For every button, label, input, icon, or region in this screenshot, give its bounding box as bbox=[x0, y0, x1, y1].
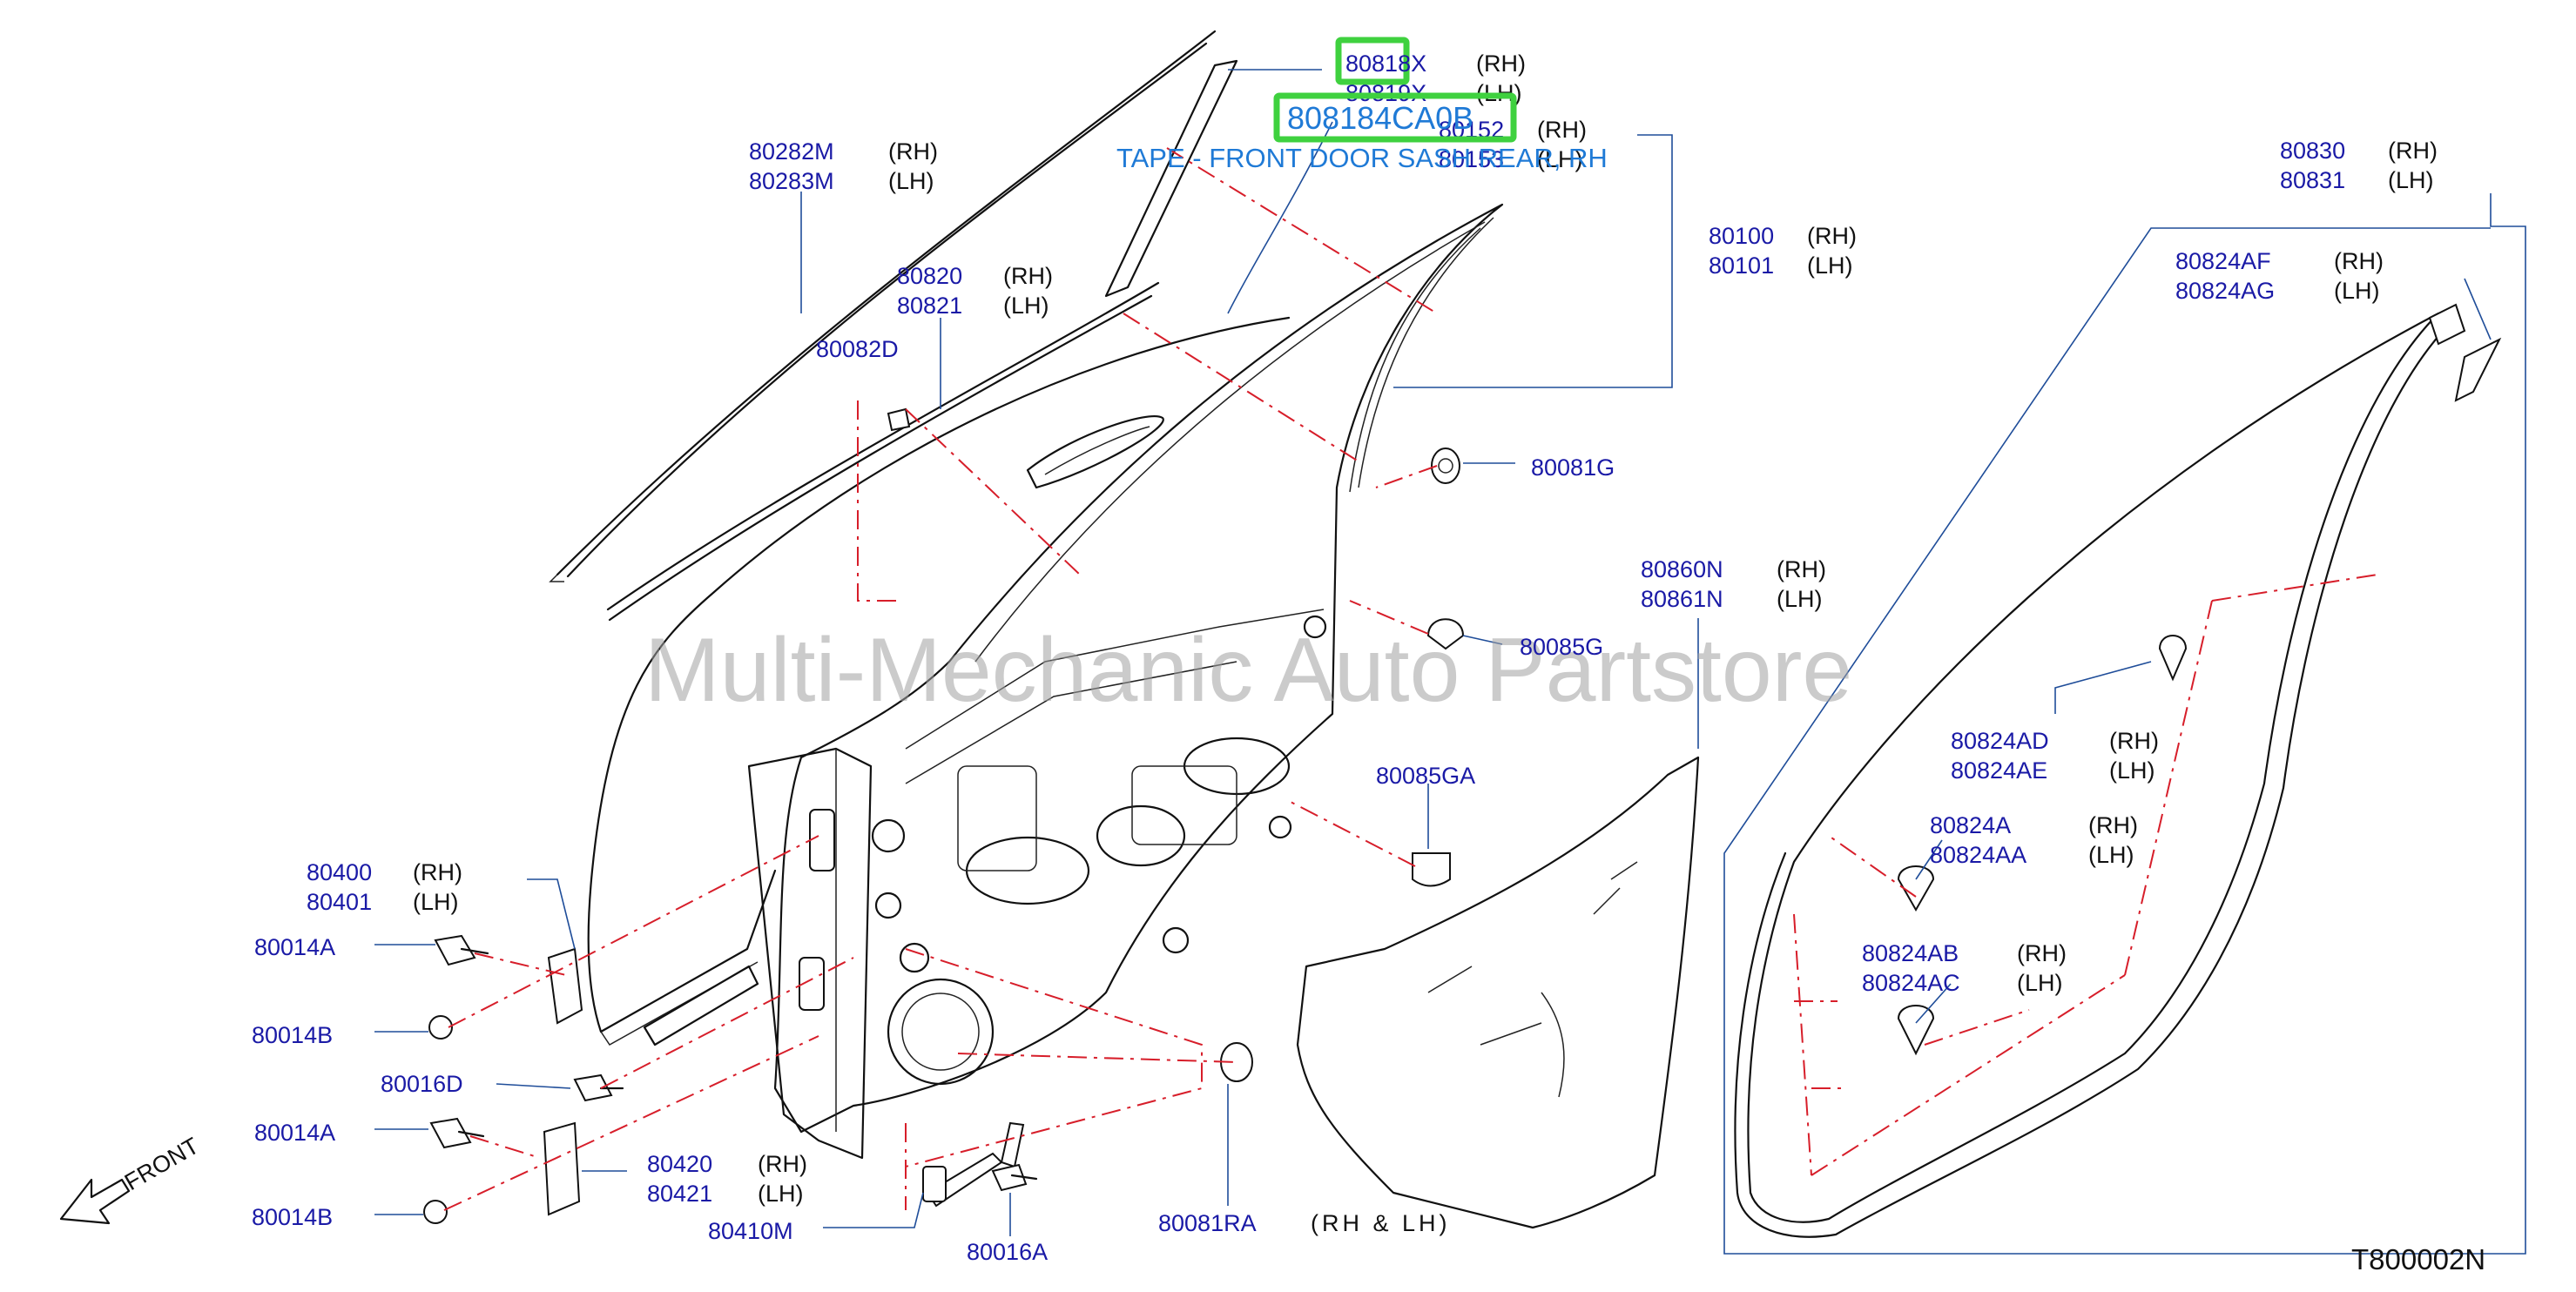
part-number-80014b-lower[interactable]: 80014B bbox=[252, 1204, 333, 1230]
side-80282m: (RH) bbox=[888, 138, 938, 165]
door-inner-panel bbox=[773, 203, 1504, 1134]
part-number-80860n[interactable]: 80860N bbox=[1641, 556, 1723, 582]
part-number-80014a-lower[interactable]: 80014A bbox=[254, 1120, 335, 1146]
part-number-80016d[interactable]: 80016D bbox=[381, 1071, 463, 1097]
part-number-80082d[interactable]: 80082D bbox=[816, 336, 899, 362]
part-number-80085g[interactable]: 80085G bbox=[1520, 634, 1603, 660]
side-80153: (LH) bbox=[1537, 146, 1583, 172]
part-number-80421[interactable]: 80421 bbox=[647, 1181, 712, 1207]
part-number-80824aa[interactable]: 80824AA bbox=[1930, 842, 2026, 868]
side-80824ad: (RH) bbox=[2109, 728, 2159, 754]
side-80421: (LH) bbox=[758, 1181, 804, 1207]
side-80824af: (RH) bbox=[2334, 248, 2384, 274]
sealing-screen bbox=[1296, 756, 1700, 1229]
side-80401: (LH) bbox=[413, 889, 459, 915]
part-number-80100[interactable]: 80100 bbox=[1709, 223, 1774, 249]
side-80824ag: (LH) bbox=[2334, 278, 2380, 304]
side-80081ra: (RH & LH) bbox=[1311, 1210, 1451, 1236]
watermark: Multi-Mechanic Auto Partstore bbox=[644, 620, 1852, 721]
part-number-80101[interactable]: 80101 bbox=[1709, 252, 1774, 279]
side-80824aa: (LH) bbox=[2088, 842, 2134, 868]
part-number-80081g[interactable]: 80081G bbox=[1531, 454, 1615, 481]
part-number-80861n[interactable]: 80861N bbox=[1641, 586, 1723, 612]
part-number-80824ac[interactable]: 80824AC bbox=[1862, 970, 1960, 996]
part-number-80420[interactable]: 80420 bbox=[647, 1151, 712, 1177]
lower-hinge bbox=[543, 1121, 581, 1216]
part-number-80824ab[interactable]: 80824AB bbox=[1862, 940, 1959, 966]
side-80420: (RH) bbox=[758, 1151, 807, 1177]
selected-part-number[interactable]: 808184CA0B bbox=[1287, 100, 1473, 136]
explosion-lines bbox=[443, 147, 2378, 1211]
leader-lines bbox=[374, 69, 2526, 1255]
diagram-code: T800002N bbox=[2351, 1243, 2485, 1275]
part-number-80821[interactable]: 80821 bbox=[897, 293, 962, 319]
front-label: FRONT bbox=[120, 1133, 204, 1195]
part-number-80820[interactable]: 80820 bbox=[897, 263, 962, 289]
part-number-80401[interactable]: 80401 bbox=[307, 889, 372, 915]
part-labels: 80818X (RH) 80819X (LH) 80152 (RH) 80153… bbox=[252, 37, 2485, 1275]
part-number-80400[interactable]: 80400 bbox=[307, 859, 372, 885]
side-80818x: (RH) bbox=[1476, 50, 1526, 77]
part-number-80818x[interactable]: 80818X bbox=[1345, 50, 1426, 77]
part-number-80830[interactable]: 80830 bbox=[2280, 138, 2345, 164]
upper-hinge bbox=[547, 947, 583, 1025]
part-number-80283m[interactable]: 80283M bbox=[749, 168, 834, 194]
part-number-80824a[interactable]: 80824A bbox=[1930, 812, 2011, 838]
part-number-80081ra[interactable]: 80081RA bbox=[1158, 1210, 1257, 1236]
side-80824ab: (RH) bbox=[2017, 940, 2067, 966]
side-80820: (RH) bbox=[1003, 263, 1053, 289]
part-number-80824af[interactable]: 80824AF bbox=[2175, 248, 2271, 274]
door-outer-panel bbox=[587, 316, 1291, 1033]
door-weatherstrip bbox=[1747, 312, 2440, 1223]
front-arrow: FRONT bbox=[59, 1133, 204, 1225]
part-number-80014a-upper[interactable]: 80014A bbox=[254, 934, 335, 960]
side-80830: (RH) bbox=[2388, 138, 2438, 164]
side-80101: (LH) bbox=[1807, 252, 1853, 279]
side-80400: (RH) bbox=[413, 859, 462, 885]
side-80824a: (RH) bbox=[2088, 812, 2138, 838]
highlight-box-selected bbox=[1273, 92, 1517, 143]
door-illustration bbox=[423, 30, 2502, 1238]
side-80283m: (LH) bbox=[888, 168, 934, 194]
part-number-80016a[interactable]: 80016A bbox=[967, 1239, 1048, 1265]
selected-part-description: TAPE - FRONT DOOR SASH REAR, RH bbox=[1116, 143, 1608, 173]
part-number-80014b-upper[interactable]: 80014B bbox=[252, 1022, 333, 1048]
part-number-80410m[interactable]: 80410M bbox=[708, 1218, 793, 1244]
side-80824ae: (LH) bbox=[2109, 757, 2155, 784]
part-number-80824ad[interactable]: 80824AD bbox=[1951, 728, 2049, 754]
part-number-80824ae[interactable]: 80824AE bbox=[1951, 757, 2047, 784]
side-80860n: (RH) bbox=[1777, 556, 1826, 582]
part-number-80282m[interactable]: 80282M bbox=[749, 138, 834, 165]
side-80831: (LH) bbox=[2388, 167, 2434, 193]
part-number-80085ga[interactable]: 80085GA bbox=[1376, 763, 1475, 789]
part-number-80831[interactable]: 80831 bbox=[2280, 167, 2345, 193]
side-80152: (RH) bbox=[1537, 117, 1587, 143]
side-80824ac: (LH) bbox=[2017, 970, 2063, 996]
highlight-box-80818x bbox=[1335, 37, 1410, 85]
part-number-80824ag[interactable]: 80824AG bbox=[2175, 278, 2275, 304]
part-number-80153[interactable]: 80153 bbox=[1439, 146, 1504, 172]
side-80100: (RH) bbox=[1807, 223, 1857, 249]
side-80821: (LH) bbox=[1003, 293, 1049, 319]
side-80861n: (LH) bbox=[1777, 586, 1823, 612]
